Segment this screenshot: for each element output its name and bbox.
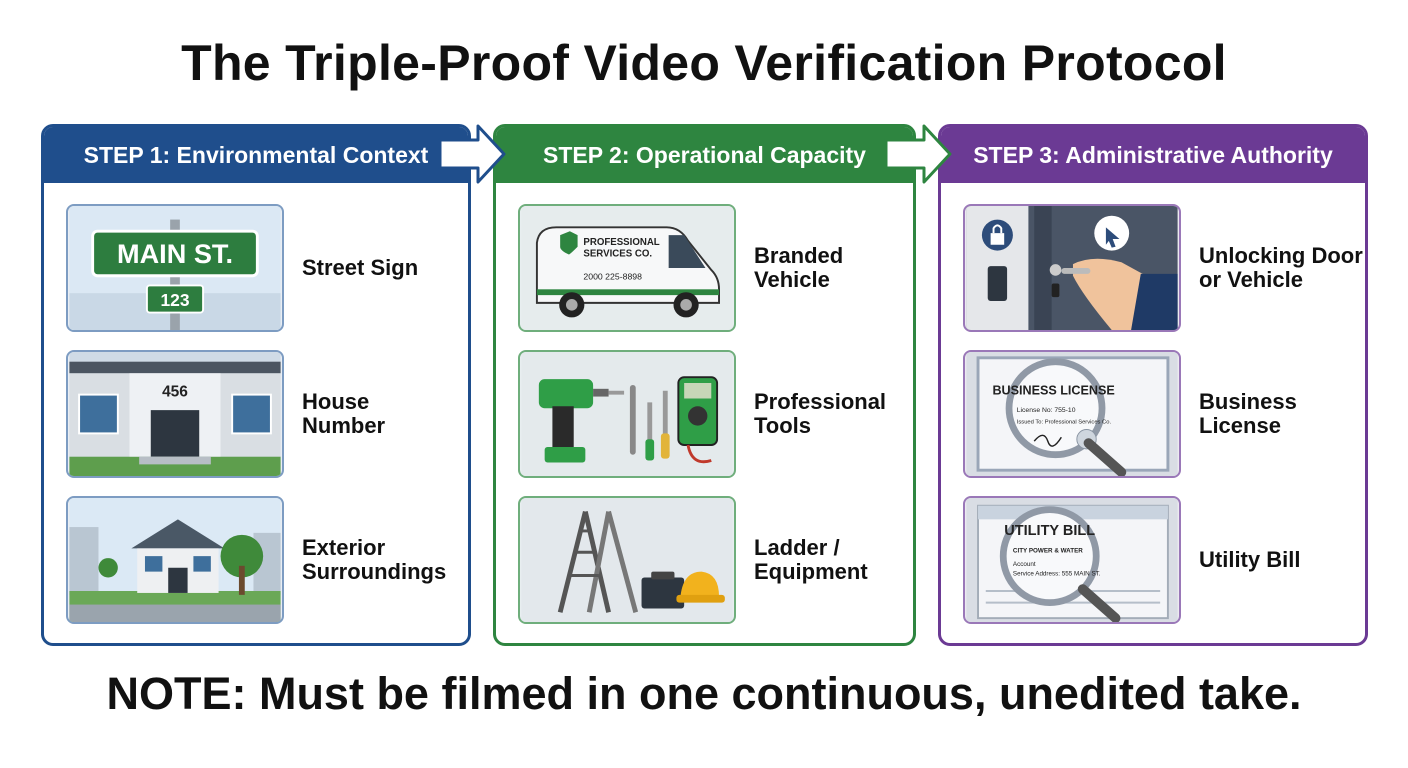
tools-icon — [518, 350, 736, 478]
branded-van-icon: PROFESSIONAL SERVICES CO. 2000 225-8898 — [518, 204, 736, 332]
van-name-1: PROFESSIONAL — [583, 237, 659, 248]
business-license-icon: BUSINESS LICENSE License No: 755-10 Issu… — [963, 350, 1181, 478]
street-sign-label: Street Sign — [302, 255, 419, 280]
house-exterior-icon — [66, 496, 284, 624]
street-sign-icon: MAIN ST. 123 — [66, 204, 284, 332]
ladder-equipment-label: Ladder / Equipment — [754, 535, 868, 584]
step-2-header: STEP 2: Operational Capacity — [496, 127, 913, 183]
van-name-2: SERVICES CO. — [583, 248, 652, 259]
bill-title: UTILITY BILL — [1004, 523, 1095, 539]
arrow-right-icon — [438, 124, 506, 184]
branded-vehicle-label: Branded Vehicle — [754, 243, 844, 292]
step-1-header: STEP 1: Environmental Context — [44, 127, 468, 183]
note-text: NOTE: Must be filmed in one continuous, … — [106, 668, 1302, 719]
ladder-equipment-icon — [518, 496, 736, 624]
license-issued: Issued To: Professional Services Co. — [1017, 420, 1112, 426]
utility-bill-label: Utility Bill — [1199, 547, 1301, 572]
bill-account: Account — [1013, 561, 1036, 568]
house-number-label: House Number — [302, 389, 386, 438]
step-1-panel: STEP 1: Environmental Context MAIN ST. 1… — [41, 124, 471, 646]
bill-address: Service Address: 555 MAIN ST. — [1013, 571, 1101, 578]
step-2-item-branded-vehicle: PROFESSIONAL SERVICES CO. 2000 225-8898 … — [518, 204, 913, 332]
step-1-item-street-sign: MAIN ST. 123 Street Sign — [66, 204, 466, 332]
step-3-item-utility-bill: UTILITY BILL CITY POWER & WATER Account … — [963, 496, 1363, 624]
utility-bill-icon: UTILITY BILL CITY POWER & WATER Account … — [963, 496, 1181, 624]
step-3-panel: STEP 3: Administrative Authority Unlocki… — [938, 124, 1368, 646]
step-3-item-business-license: BUSINESS LICENSE License No: 755-10 Issu… — [963, 350, 1363, 478]
business-license-label: Business License — [1199, 389, 1297, 438]
van-phone: 2000 225-8898 — [583, 272, 642, 282]
step-1-item-house-number: 456 House Number — [66, 350, 466, 478]
step-3-header: STEP 3: Administrative Authority — [941, 127, 1365, 183]
house-number-icon: 456 — [66, 350, 284, 478]
bill-provider: CITY POWER & WATER — [1013, 547, 1083, 554]
page-title: The Triple-Proof Video Verification Prot… — [181, 35, 1227, 91]
step-3-item-unlocking: Unlocking Door or Vehicle — [963, 204, 1363, 332]
step-1-item-exterior: Exterior Surroundings — [66, 496, 466, 624]
arrow-right-icon — [884, 124, 952, 184]
unlocking-door-label: Unlocking Door or Vehicle — [1199, 243, 1363, 292]
step-2-panel: STEP 2: Operational Capacity PROFESSIONA… — [493, 124, 916, 646]
license-number: License No: 755-10 — [1017, 407, 1076, 414]
license-title: BUSINESS LICENSE — [992, 384, 1114, 398]
professional-tools-label: Professional Tools — [754, 389, 887, 438]
exterior-surroundings-label: Exterior Surroundings — [302, 535, 447, 584]
sign-text: MAIN ST. — [117, 238, 233, 269]
unlocking-door-icon — [963, 204, 1181, 332]
house-number-text: 456 — [162, 384, 188, 401]
step-2-item-ladder: Ladder / Equipment — [518, 496, 913, 624]
step-2-item-tools: Professional Tools — [518, 350, 913, 478]
sign-number: 123 — [160, 290, 189, 310]
